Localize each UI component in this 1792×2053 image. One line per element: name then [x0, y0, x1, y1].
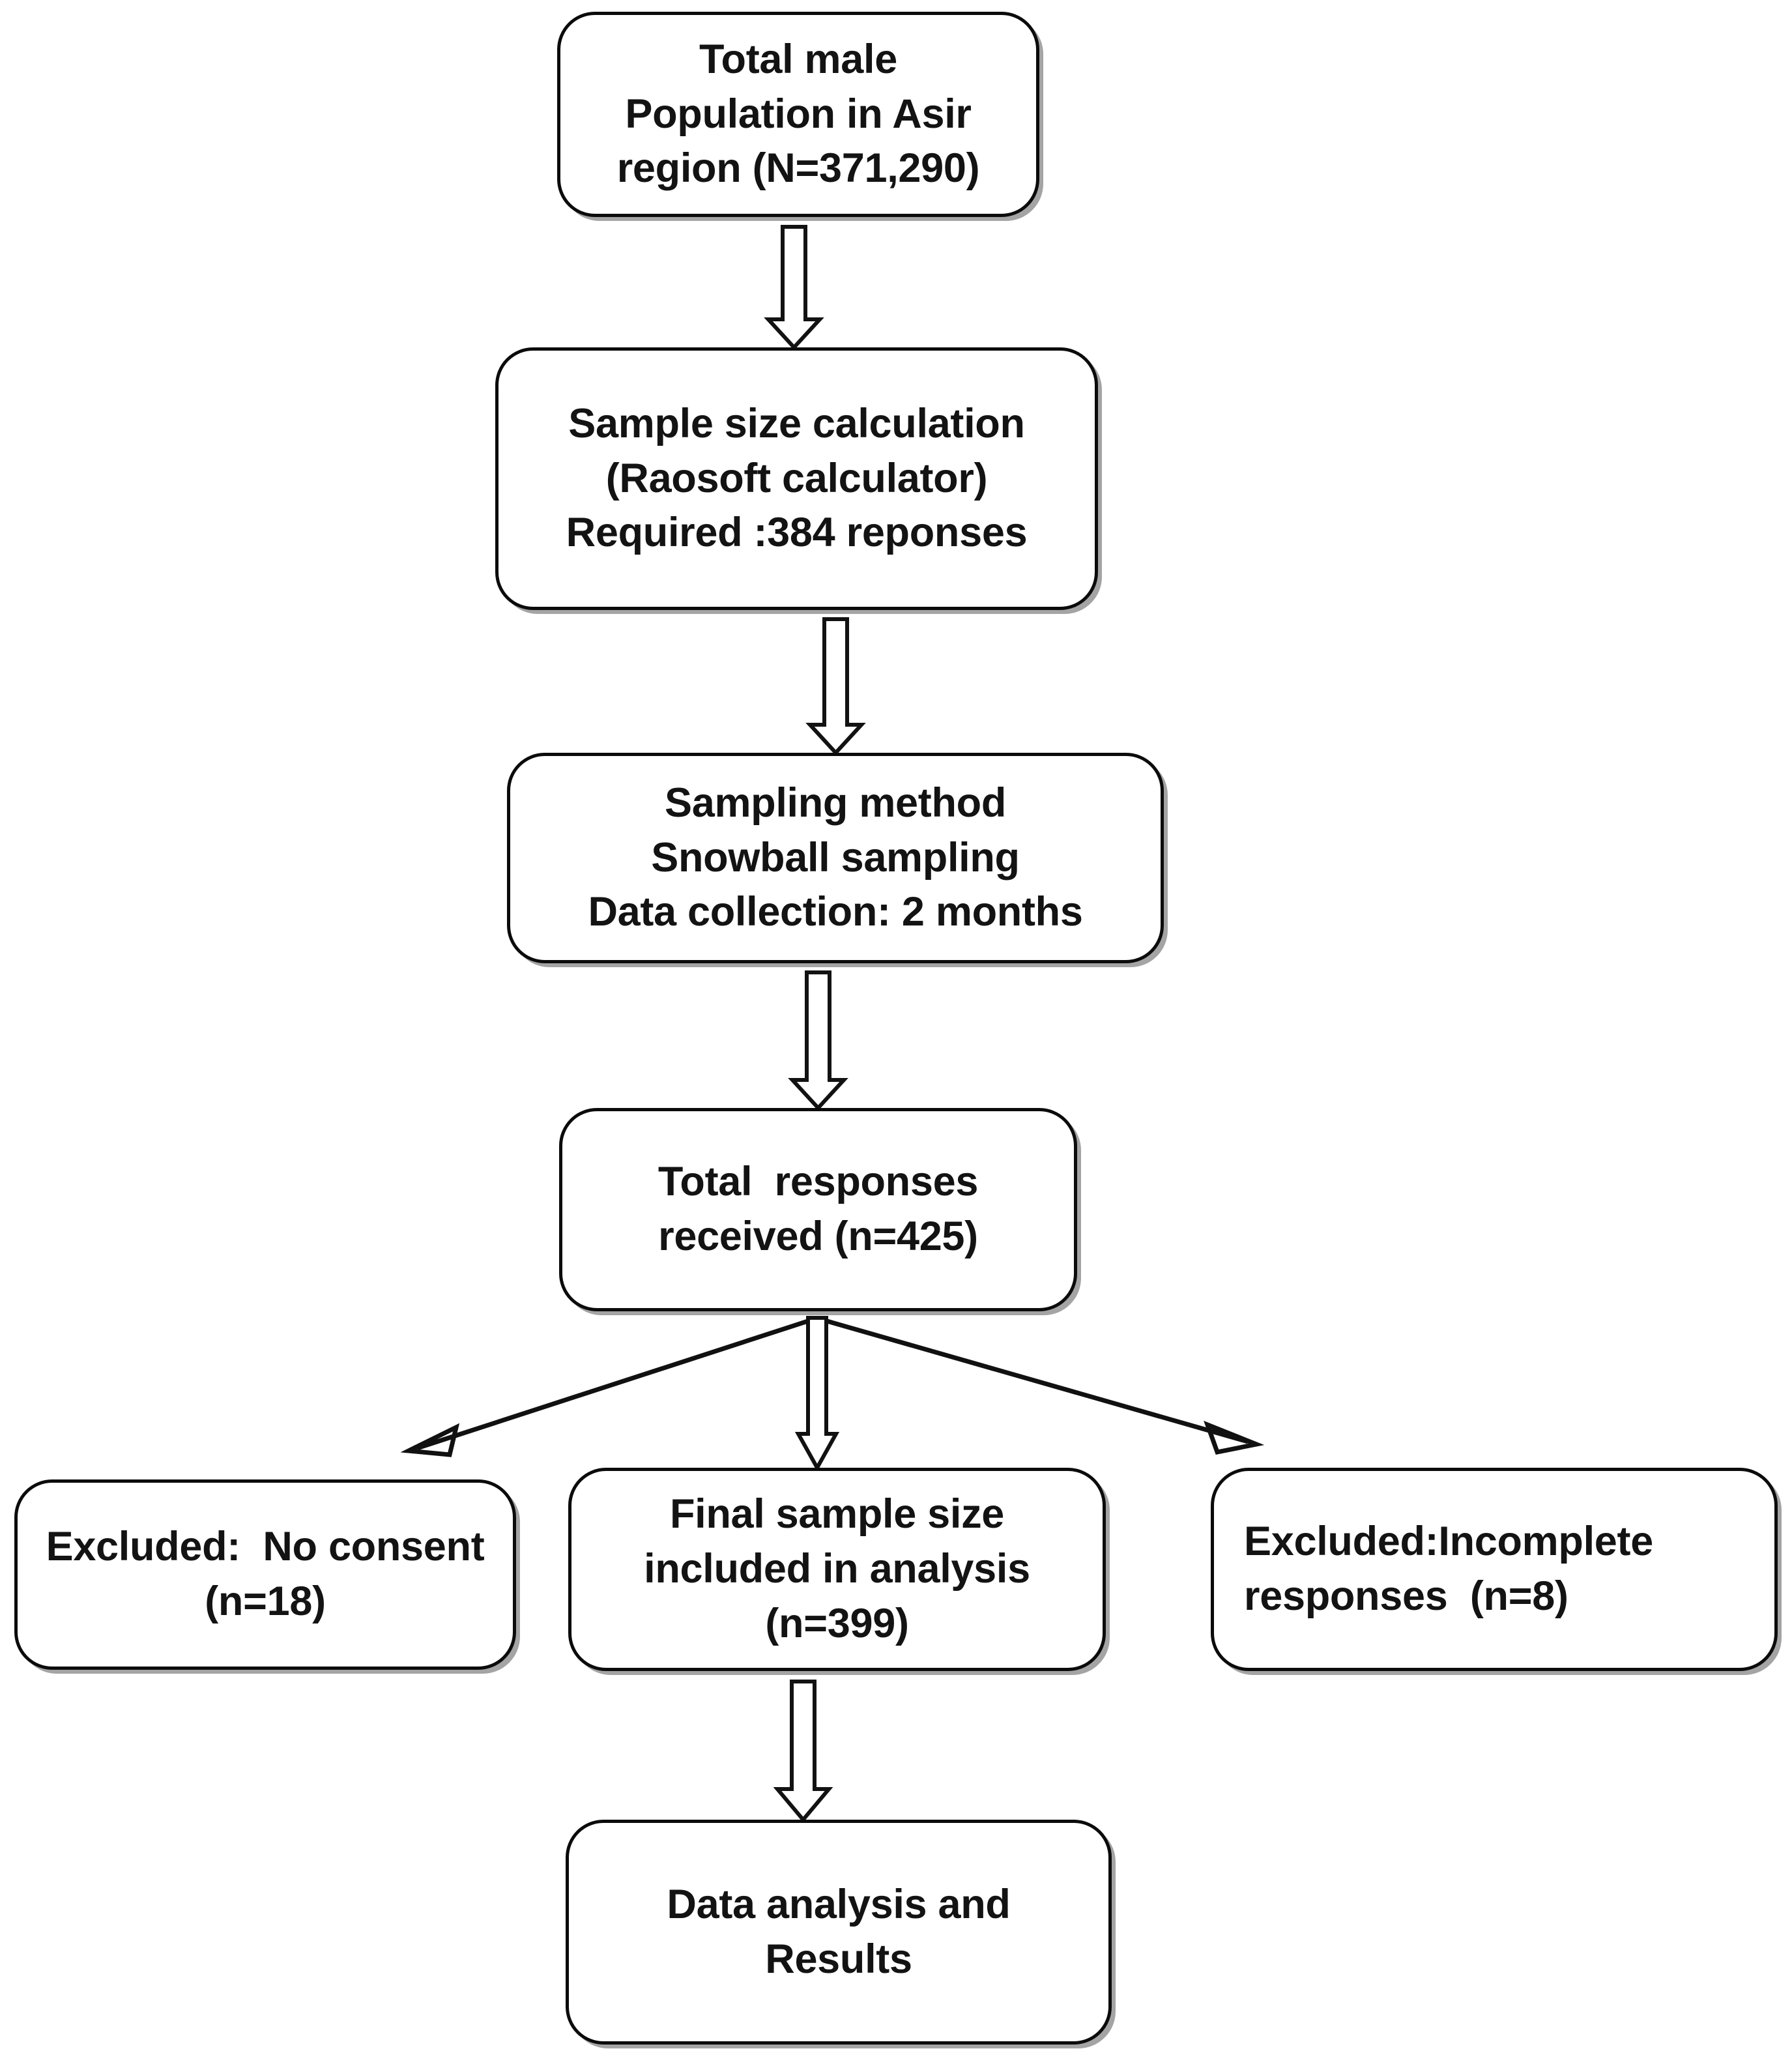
arrow-sample-size-to-sampling-method	[805, 617, 866, 756]
arrow-total-responses-to-final-sample	[794, 1316, 840, 1472]
node-text-line: included in analysis	[644, 1546, 1030, 1592]
node-text-line: responses (n=8)	[1244, 1573, 1568, 1619]
excluded-incomplete-responses-box[interactable]: Excluded:Incomplete responses (n=8)	[1211, 1468, 1778, 1671]
arrow-population-to-sample-size	[764, 225, 824, 351]
node-text-line: received (n=425)	[658, 1214, 978, 1259]
node-text-line: Final sample size	[669, 1491, 1005, 1537]
node-text-line: Excluded: No consent	[46, 1524, 485, 1570]
node-text-line: (n=399)	[765, 1600, 909, 1646]
total-responses-received-box[interactable]: Total responses received (n=425)	[559, 1108, 1077, 1311]
node-text-line: (n=18)	[205, 1579, 326, 1624]
final-sample-size-box[interactable]: Final sample size included in analysis (…	[568, 1468, 1106, 1671]
node-text-line: region (N=371,290)	[616, 145, 980, 192]
node-text-line: Excluded:Incomplete	[1244, 1519, 1653, 1565]
node-text-block: Sampling method Snowball sampling Data c…	[588, 776, 1082, 940]
node-text-line: Snowball sampling	[651, 834, 1020, 881]
node-text-block: Final sample size included in analysis (…	[644, 1487, 1030, 1651]
sample-size-calculation-box[interactable]: Sample size calculation (Raosoft calcula…	[495, 347, 1098, 610]
arrow-total-responses-to-excluded-no-consent	[400, 1317, 813, 1457]
excluded-no-consent-box[interactable]: Excluded: No consent (n=18)	[14, 1479, 516, 1670]
node-text-block: Excluded: No consent (n=18)	[46, 1520, 485, 1629]
node-text-block: Total male Population in Asir region (N=…	[617, 33, 980, 196]
arrow-sampling-method-to-total-responses	[788, 970, 848, 1111]
total-male-population-box[interactable]: Total male Population in Asir region (N=…	[557, 12, 1039, 217]
arrow-final-sample-to-data-analysis	[773, 1680, 833, 1823]
node-text-line: Sample size calculation	[568, 400, 1025, 446]
node-text-line: Data collection: 2 months	[588, 889, 1083, 935]
arrow-total-responses-to-excluded-incomplete	[822, 1317, 1265, 1455]
node-text-line: (Raosoft calculator)	[605, 455, 988, 501]
node-text-line: Results	[765, 1936, 912, 1982]
data-analysis-results-box[interactable]: Data analysis and Results	[566, 1820, 1112, 2045]
node-text-line: Total responses	[658, 1159, 979, 1205]
node-text-line: Required :384 reponses	[566, 510, 1028, 556]
node-text-block: Data analysis and Results	[667, 1878, 1010, 1987]
node-text-line: Data analysis and	[667, 1881, 1011, 1927]
node-text-line: Sampling method	[664, 779, 1007, 826]
node-text-block: Sample size calculation (Raosoft calcula…	[566, 397, 1028, 561]
node-text-block: Total responses received (n=425)	[658, 1155, 978, 1264]
sampling-method-box[interactable]: Sampling method Snowball sampling Data c…	[507, 753, 1164, 963]
node-text-line: Total male	[699, 36, 897, 82]
node-text-line: Population in Asir	[625, 91, 972, 137]
node-text-block: Excluded:Incomplete responses (n=8)	[1214, 1515, 1653, 1624]
